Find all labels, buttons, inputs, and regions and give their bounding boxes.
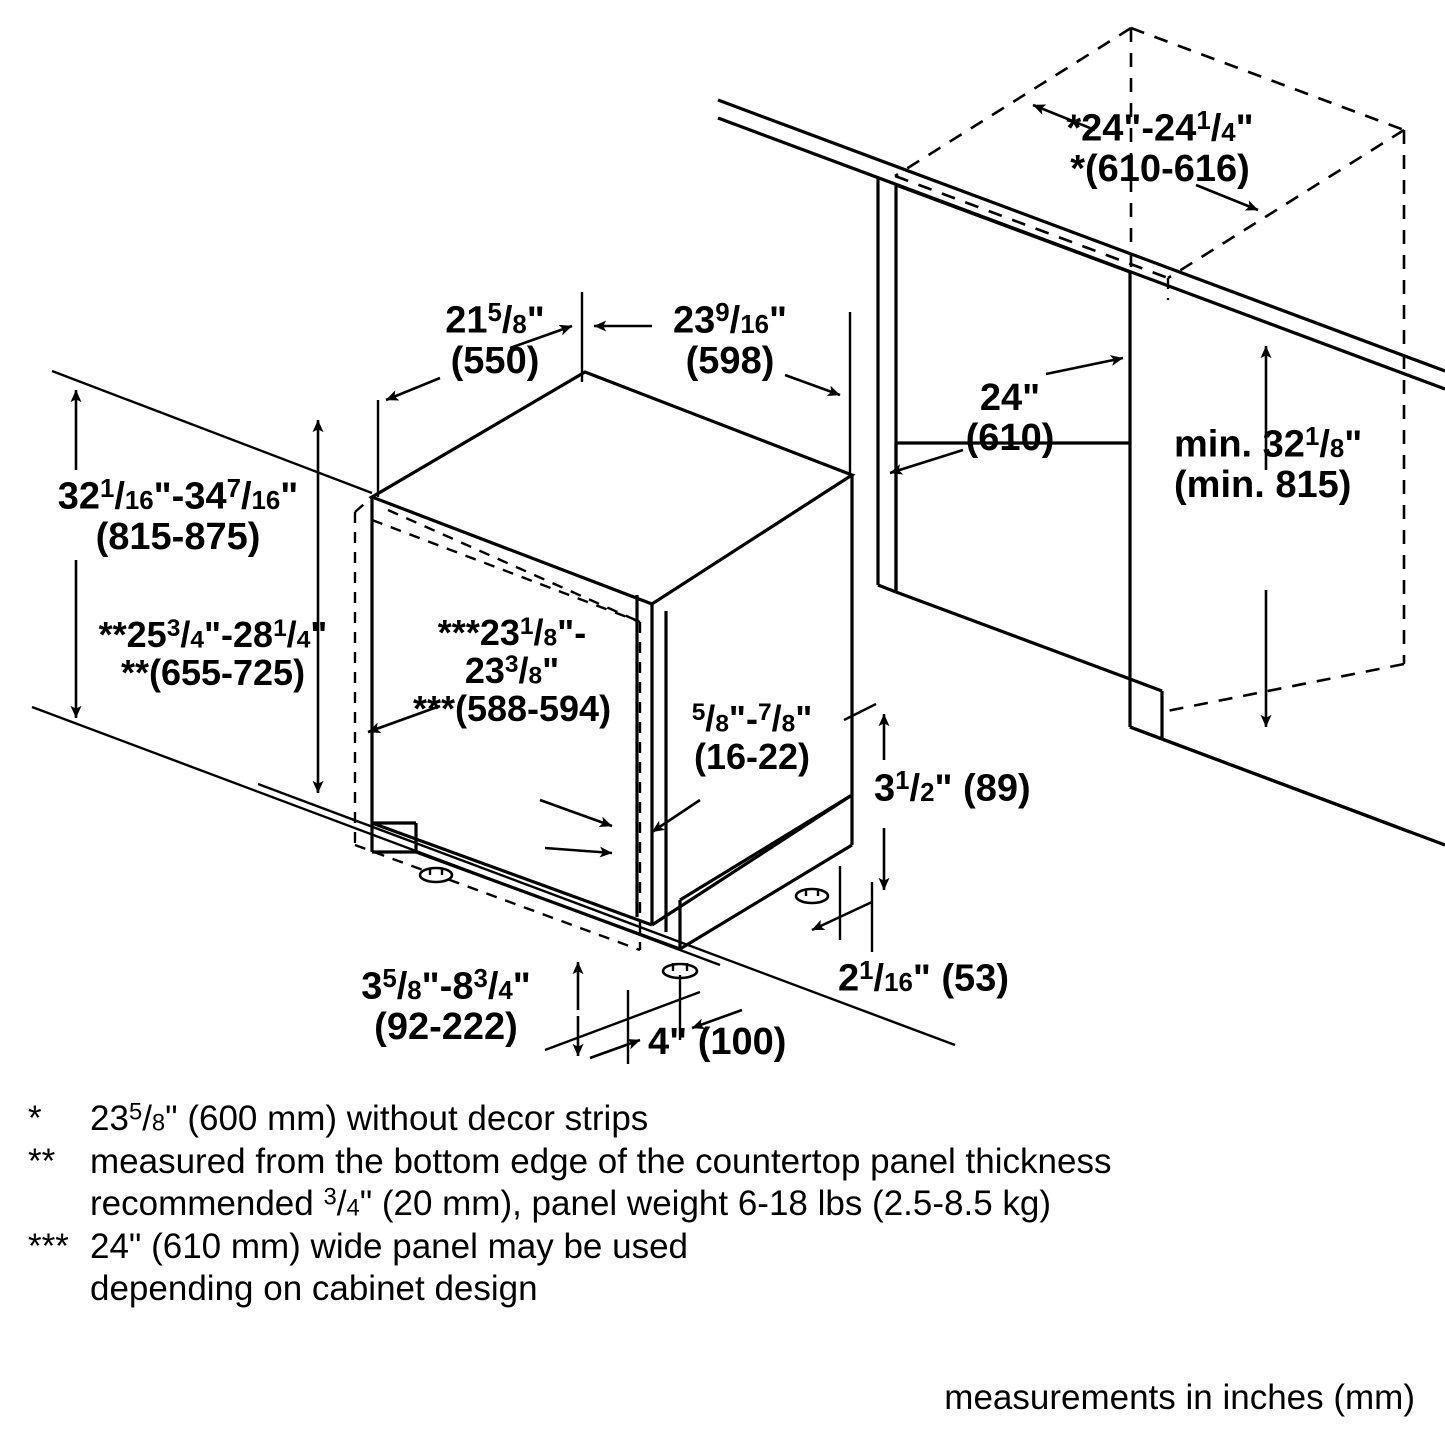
dim-top-widths xyxy=(376,292,852,497)
footnote-row-2: ** measured from the bottom edge of the … xyxy=(28,1141,1428,1225)
dim-foot-offset xyxy=(589,975,743,1064)
label-toekick-height: 31/2" (89) xyxy=(874,767,1031,810)
dim-toekick-height xyxy=(843,702,890,891)
dim-overall-height xyxy=(70,389,324,719)
label-overall-height: 321/16"-347/16" (815-875) xyxy=(57,475,299,558)
label-panel-thickness: 5/8"-7/8" (16-22) xyxy=(691,698,813,778)
footnote-text-double-star: measured from the bottom edge of the cou… xyxy=(90,1141,1428,1225)
label-niche-height: min. 321/8" (min. 815) xyxy=(1174,423,1363,506)
label-cabinet-depth: 24" (610) xyxy=(965,377,1055,460)
dim-panel-thickness xyxy=(651,798,701,834)
dim-panel-width xyxy=(367,704,613,858)
footnote-3-line1: 24" (610 mm) wide panel may be used xyxy=(90,1227,689,1266)
dim-cabinet-depth xyxy=(889,355,1124,475)
leveling-feet xyxy=(418,866,830,980)
dim-plinth-height xyxy=(544,961,701,1057)
measurement-units-note: measurements in inches (mm) xyxy=(944,1378,1415,1417)
label-panel-height: **253/4"-281/4" **(655-725) xyxy=(98,614,328,694)
footnote-3-line2: depending on cabinet design xyxy=(90,1269,538,1308)
dim-toekick-setback xyxy=(811,866,874,952)
label-top-right-width: 239/16" (598) xyxy=(673,299,787,382)
footnote-text-single-star: 235/8" (600 mm) without decor strips xyxy=(90,1098,649,1138)
footnote-text-triple-star: 24" (610 mm) wide panel may be used depe… xyxy=(90,1226,1428,1310)
footnote-2-line1: measured from the bottom edge of the cou… xyxy=(90,1142,1112,1181)
footnote-mark-single-star: * xyxy=(28,1099,42,1138)
floor-line xyxy=(31,705,956,1047)
label-niche-width: *24"-241/4" *(610-616) xyxy=(1066,107,1254,190)
label-top-left-width: 215/8" (550) xyxy=(445,299,545,382)
footnote-2-line2: recommended 3/4" (20 mm), panel weight 6… xyxy=(90,1183,1052,1223)
label-foot-offset: 4" (100) xyxy=(648,1021,787,1063)
footnotes-block: * 235/8" (600 mm) without decor strips *… xyxy=(28,1098,1428,1311)
label-toekick-setback: 21/16" (53) xyxy=(838,957,1009,1000)
label-panel-width: ***231/8"- 233/8" ***(588-594) xyxy=(412,612,612,730)
niche-dashed-outline xyxy=(894,26,1406,739)
footnote-mark-triple-star: *** xyxy=(28,1227,69,1266)
footnote-row-3: *** 24" (610 mm) wide panel may be used … xyxy=(28,1226,1428,1310)
footnote-row-1: * 235/8" (600 mm) without decor strips xyxy=(28,1098,1428,1140)
label-plinth-height: 35/8"-83/4" (92-222) xyxy=(361,965,531,1048)
footnote-mark-double-star: ** xyxy=(28,1142,56,1181)
dim-niche-width xyxy=(1032,103,1259,212)
